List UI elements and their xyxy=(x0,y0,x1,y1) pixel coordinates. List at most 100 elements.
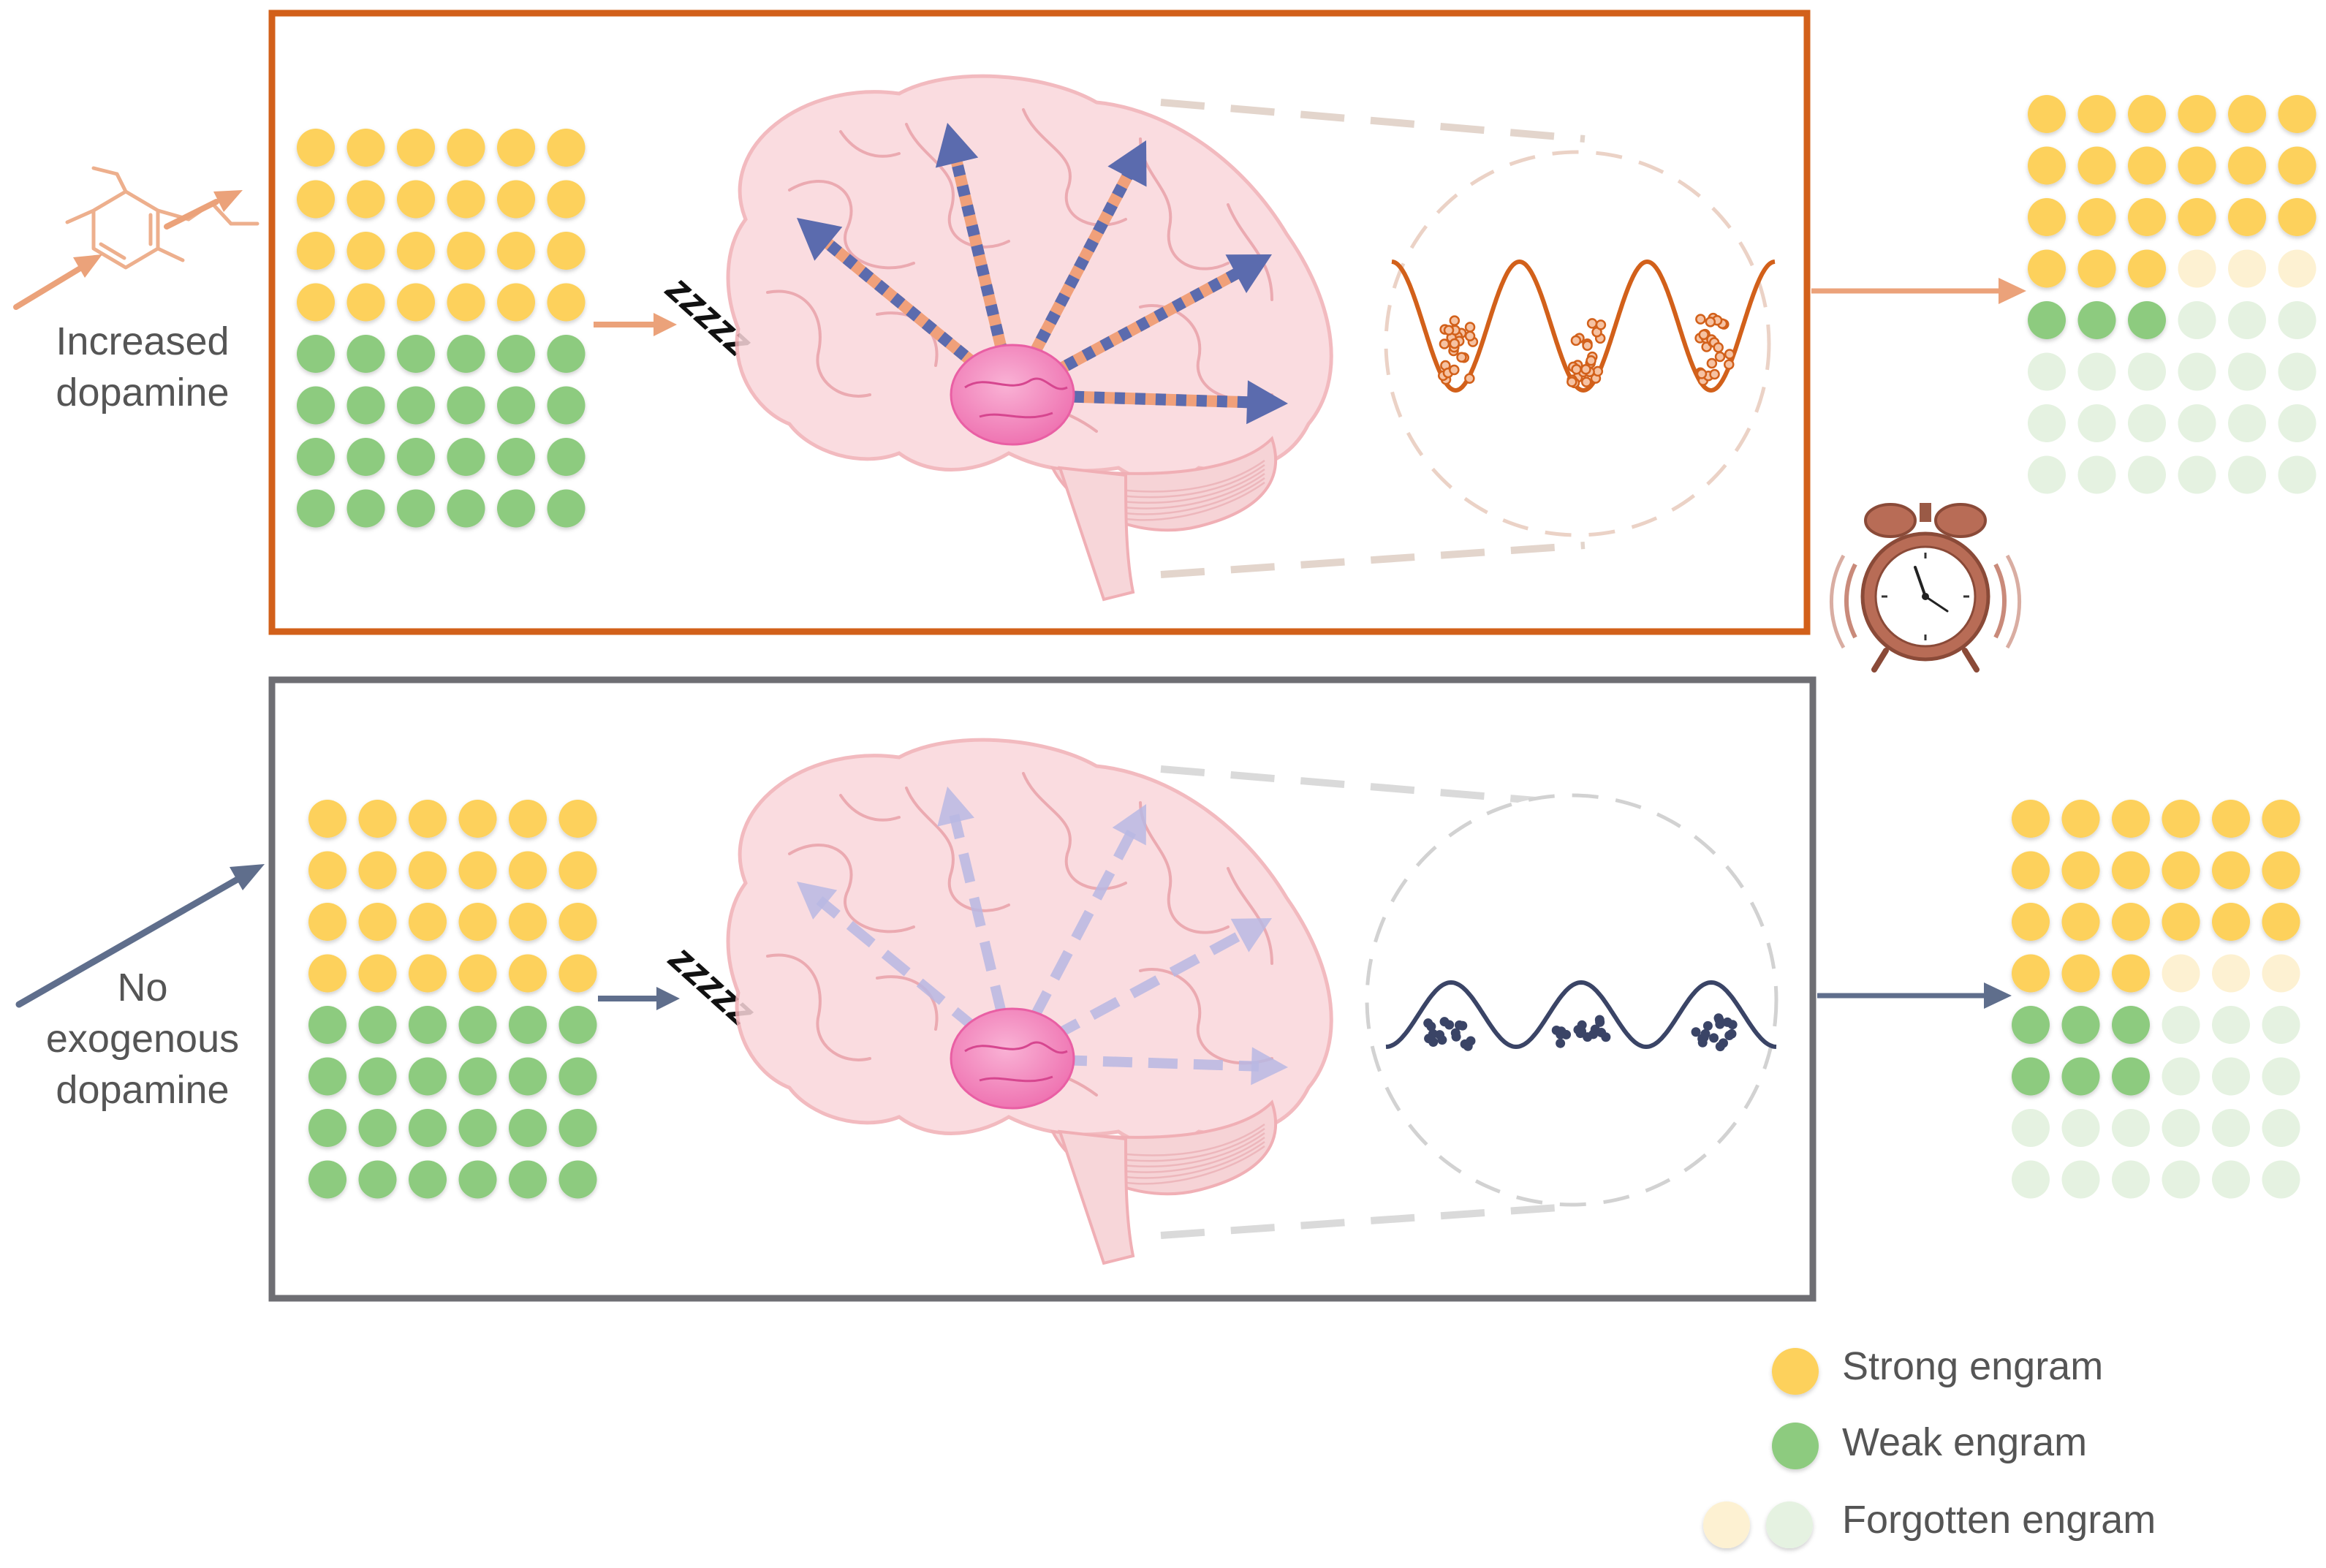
bottom-panel-frame xyxy=(268,676,1817,1302)
dopamine-molecule-icon xyxy=(65,166,260,270)
engram-dot-strong xyxy=(297,283,335,322)
engram-dot-strong xyxy=(358,954,397,993)
engram-dot-weak xyxy=(547,489,586,528)
engram-dot-weak xyxy=(397,335,435,373)
engram-dot-strong xyxy=(2061,851,2100,890)
engram-dot-forgotten xyxy=(2228,249,2266,288)
engram-dot-strong xyxy=(509,800,547,838)
engram-dot-strong xyxy=(447,283,485,322)
engram-dot-forgotten xyxy=(2162,1109,2200,1147)
engram-dot-strong xyxy=(2212,903,2250,941)
engram-dot-strong xyxy=(497,180,535,219)
engram-dot-weak xyxy=(409,1057,447,1096)
engram-dot-strong xyxy=(558,800,597,838)
engram-dot-forgotten xyxy=(2262,1160,2300,1199)
top-panel-frame xyxy=(268,10,1811,635)
engram-dot-weak xyxy=(409,1006,447,1044)
engram-dot-forgotten xyxy=(2278,404,2316,442)
engram-dot-weak xyxy=(547,386,586,425)
engram-dot-weak xyxy=(2012,1057,2050,1096)
top-after-engram-grid xyxy=(2028,95,2316,494)
engram-dot-forgotten xyxy=(2178,455,2216,494)
legend-weak-swatch xyxy=(1772,1423,1819,1469)
engram-dot-strong xyxy=(447,180,485,219)
engram-dot-strong xyxy=(2077,198,2116,236)
engram-dot-forgotten xyxy=(2162,1006,2200,1044)
engram-dot-weak xyxy=(558,1006,597,1044)
engram-dot-strong xyxy=(2061,903,2100,941)
engram-dot-forgotten xyxy=(2228,301,2266,339)
engram-dot-weak xyxy=(458,1160,497,1199)
engram-dot-forgotten xyxy=(2212,1057,2250,1096)
engram-dot-weak xyxy=(497,335,535,373)
engram-dot-weak xyxy=(497,386,535,425)
engram-dot-strong xyxy=(2212,800,2250,838)
engram-dot-strong xyxy=(509,903,547,941)
engram-dot-strong xyxy=(409,851,447,890)
engram-dot-forgotten xyxy=(2228,404,2266,442)
engram-dot-forgotten xyxy=(2061,1109,2100,1147)
engram-dot-strong xyxy=(397,129,435,167)
engram-dot-forgotten xyxy=(2262,954,2300,993)
engram-dot-forgotten xyxy=(2061,1160,2100,1199)
bottom-condition-label: No exogenous dopamine xyxy=(45,966,240,1113)
engram-dot-strong xyxy=(2077,95,2116,133)
engram-dot-strong xyxy=(346,232,385,270)
engram-dot-forgotten xyxy=(2212,1109,2250,1147)
engram-dot-strong xyxy=(2061,954,2100,993)
top-condition-label: Increased dopamine xyxy=(56,319,230,415)
engram-dot-strong xyxy=(2128,95,2166,133)
engram-dot-weak xyxy=(308,1057,346,1096)
engram-dot-forgotten xyxy=(2278,301,2316,339)
engram-dot-weak xyxy=(297,438,335,476)
engram-dot-strong xyxy=(2128,249,2166,288)
engram-dot-weak xyxy=(458,1006,497,1044)
engram-dot-forgotten xyxy=(2012,1160,2050,1199)
engram-dot-strong xyxy=(2278,146,2316,185)
engram-dot-strong xyxy=(497,232,535,270)
engram-dot-weak xyxy=(558,1057,597,1096)
engram-dot-strong xyxy=(2028,249,2066,288)
engram-dot-forgotten xyxy=(2212,1006,2250,1044)
engram-dot-forgotten xyxy=(2028,404,2066,442)
engram-dot-strong xyxy=(458,954,497,993)
engram-dot-strong xyxy=(2012,903,2050,941)
engram-dot-strong xyxy=(297,180,335,219)
engram-dot-weak xyxy=(509,1160,547,1199)
engram-dot-weak xyxy=(409,1109,447,1147)
engram-dot-forgotten xyxy=(2128,455,2166,494)
engram-dot-weak xyxy=(297,335,335,373)
engram-dot-forgotten xyxy=(2262,1006,2300,1044)
engram-dot-strong xyxy=(2278,198,2316,236)
engram-dot-strong xyxy=(2262,851,2300,890)
engram-dot-weak xyxy=(558,1109,597,1147)
engram-dot-strong xyxy=(308,954,346,993)
engram-dot-strong xyxy=(308,903,346,941)
engram-dot-strong xyxy=(358,800,397,838)
engram-dot-forgotten xyxy=(2128,352,2166,391)
bottom-output-arrow xyxy=(1817,982,2012,1009)
engram-dot-strong xyxy=(308,851,346,890)
engram-dot-weak xyxy=(558,1160,597,1199)
engram-dot-forgotten xyxy=(2212,954,2250,993)
engram-dot-strong xyxy=(2112,851,2150,890)
engram-dot-forgotten xyxy=(2228,352,2266,391)
engram-dot-strong xyxy=(547,129,586,167)
engram-dot-weak xyxy=(458,1109,497,1147)
engram-dot-forgotten xyxy=(2112,1160,2150,1199)
engram-dot-weak xyxy=(497,438,535,476)
engram-dot-strong xyxy=(497,129,535,167)
engram-dot-weak xyxy=(346,438,385,476)
engram-dot-strong xyxy=(308,800,346,838)
engram-dot-strong xyxy=(346,283,385,322)
engram-dot-strong xyxy=(509,851,547,890)
engram-dot-strong xyxy=(397,232,435,270)
engram-dot-forgotten xyxy=(2077,455,2116,494)
bottom-before-engram-grid xyxy=(308,800,597,1199)
engram-dot-forgotten xyxy=(2128,404,2166,442)
engram-dot-weak xyxy=(497,489,535,528)
engram-dot-weak xyxy=(358,1160,397,1199)
engram-dot-strong xyxy=(2077,146,2116,185)
